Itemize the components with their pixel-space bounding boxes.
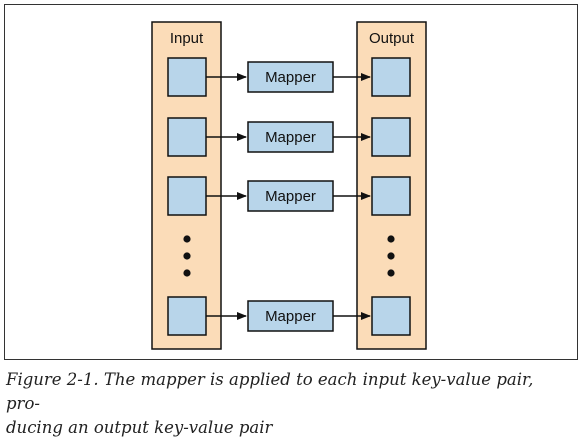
input-pair-box (167, 176, 207, 216)
output-label: Output (369, 30, 415, 47)
mapper-diagram: Input Output Mapper Mapper Mapper (151, 21, 427, 350)
input-label: Input (170, 30, 204, 47)
input-pair-box (167, 57, 207, 97)
mapper-box (247, 300, 334, 332)
output-pair-box (371, 57, 411, 97)
mapper-label: Mapper (265, 188, 316, 205)
mapping-row: Mapper (167, 176, 411, 216)
figure-caption: Figure 2-1. The mapper is applied to eac… (6, 368, 566, 440)
mapping-row: Mapper (167, 57, 411, 97)
input-pair-box (167, 296, 207, 336)
mapper-label: Mapper (265, 308, 316, 325)
mapping-row: Mapper (167, 296, 411, 336)
output-pair-box (371, 117, 411, 157)
mapper-box (247, 121, 334, 153)
caption-line-1: Figure 2-1. The mapper is applied to eac… (6, 370, 534, 413)
output-ellipsis (387, 235, 395, 277)
caption-line-2: ducing an output key-value pair (6, 418, 273, 437)
output-pair-box (371, 296, 411, 336)
input-ellipsis (183, 235, 191, 277)
input-pair-box (167, 117, 207, 157)
mapper-label: Mapper (265, 129, 316, 146)
output-pair-box (371, 176, 411, 216)
mapper-label: Mapper (265, 69, 316, 86)
mapping-row: Mapper (167, 117, 411, 157)
